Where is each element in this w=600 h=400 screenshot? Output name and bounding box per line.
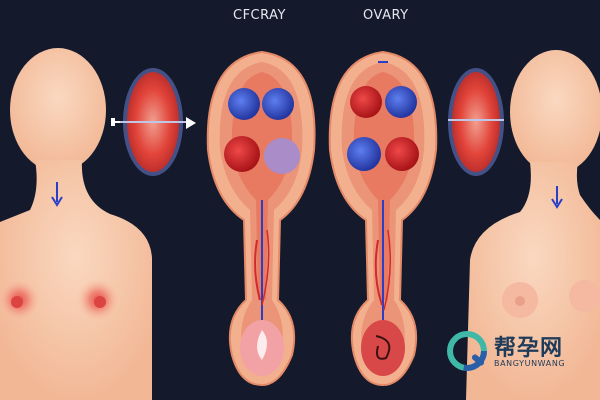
arrow-down-icon [51,182,63,207]
q-logo-icon [447,331,487,371]
right-breast-b [569,280,600,312]
right-torso [466,50,600,400]
right-organ [328,50,438,387]
right-organ-label: OVARY [363,8,409,23]
watermark: 帮孕网 BANGYUNWANG [440,326,590,376]
arrow-down-icon [551,186,563,209]
left-organ-blue-node-1 [228,88,260,120]
watermark-brand-cn: 帮孕网 [494,336,564,361]
right-organ-red-node-2 [385,137,419,171]
watermark-brand-en: BANGYUNWANG [494,359,566,368]
right-organ-blue-node-1 [385,86,417,118]
left-cross-section-disc [118,68,190,176]
right-organ-red-node-1 [350,86,382,118]
left-organ-label: CFCRAY [233,8,286,23]
right-cross-section-disc [448,68,504,176]
left-organ-red-node [224,136,260,172]
right-organ-blue-node-2 [347,137,381,171]
left-organ [206,50,316,387]
left-torso [0,48,152,400]
arrow-right-icon [111,117,196,129]
left-organ-blue-node-2 [262,88,294,120]
left-organ-purple-node [264,138,300,174]
